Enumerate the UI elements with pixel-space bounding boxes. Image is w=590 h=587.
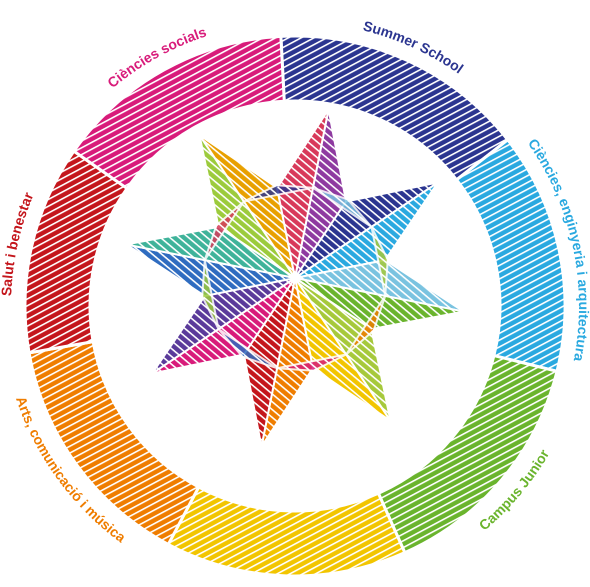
star-hatching xyxy=(126,109,464,447)
ring-hatch-arts-comunicacio xyxy=(29,341,199,545)
ring-hatch-salut-benestar xyxy=(25,151,128,353)
ring-hatching xyxy=(25,36,566,576)
ring-hatch-idiomes xyxy=(168,487,405,576)
central-star xyxy=(125,108,465,448)
ring-hatch-summer-school xyxy=(280,36,508,180)
ring-hatch-campus-junior xyxy=(378,355,557,553)
ring-hatch-ciencies-socials xyxy=(73,36,285,189)
ring-hatch-ciencies-enginyeria xyxy=(456,139,566,372)
